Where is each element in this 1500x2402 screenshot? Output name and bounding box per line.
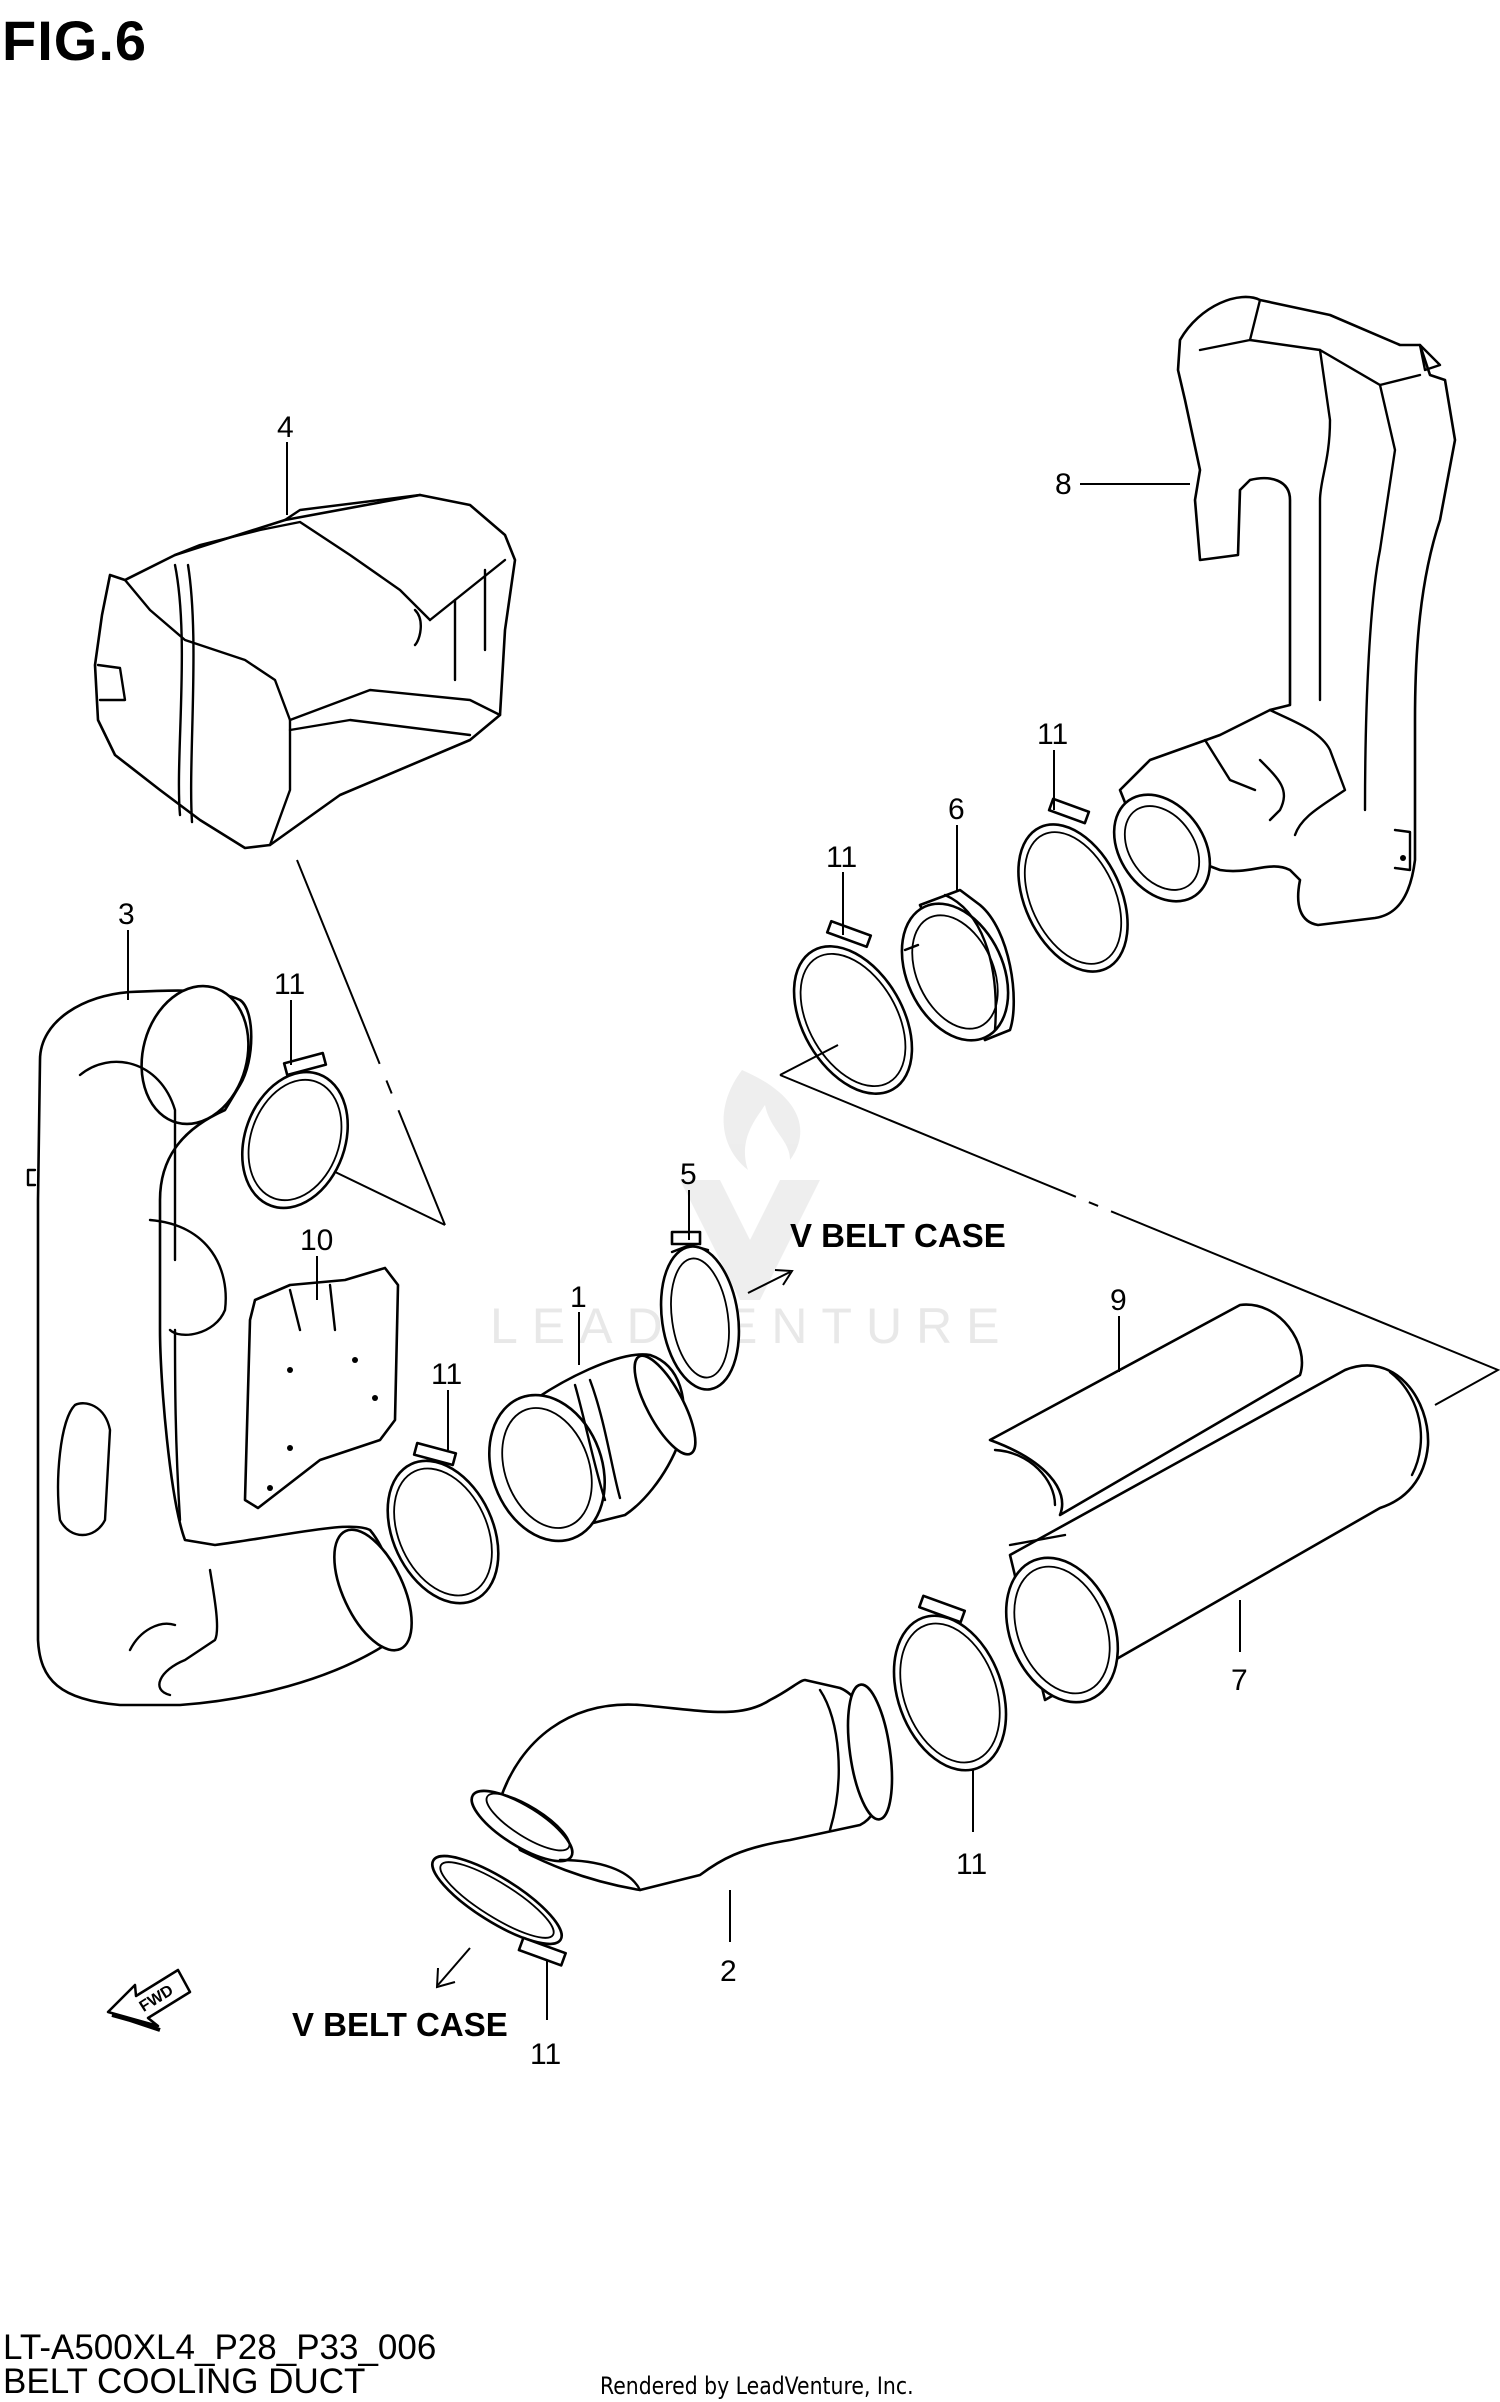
callout-11-middle-left: 11: [431, 1358, 462, 1450]
callout-1: 1: [570, 1281, 587, 1365]
part-9-half-shell: [988, 1303, 1304, 1517]
v-belt-case-upper-label: V BELT CASE: [790, 1217, 1006, 1254]
callout-10-label: 10: [300, 1224, 333, 1257]
callout-11-upper-right: 11: [1037, 718, 1068, 810]
watermark-v-icon: [680, 1180, 820, 1300]
callout-5: 5: [680, 1158, 697, 1240]
callout-7: 7: [1231, 1600, 1248, 1697]
part-8-upper-duct: [1112, 295, 1457, 927]
watermark-flame-icon: [723, 1070, 801, 1170]
diagram-code: LT-A500XL4_P28_P33_006: [3, 2328, 437, 2367]
callout-11-upper-left: 11: [274, 968, 305, 1065]
callout-2: 2: [720, 1890, 737, 1988]
rendered-by-credit: Rendered by LeadVenture, Inc.: [600, 2372, 914, 2400]
callout-1-label: 1: [570, 1281, 587, 1314]
clamp-11-upper-left: [240, 1051, 350, 1210]
v-belt-case-upper: V BELT CASE: [747, 1217, 1006, 1294]
part-3-intake-duct: [26, 984, 413, 1707]
callout-4-label: 4: [277, 411, 294, 444]
callout-11e-label: 11: [956, 1848, 987, 1881]
callout-8: 8: [1055, 468, 1190, 501]
clamp-11-upper-middle: [792, 919, 914, 1095]
callout-11-lower-right: 11: [956, 1770, 987, 1881]
callout-10: 10: [300, 1224, 333, 1300]
callout-9: 9: [1110, 1284, 1127, 1372]
callout-3: 3: [118, 898, 135, 1000]
part-1-rubber-elbow: [488, 1353, 697, 1543]
part-10-gasket-plate: [243, 1266, 400, 1510]
callout-11d-label: 11: [431, 1358, 462, 1391]
callout-11-upper-middle: 11: [826, 841, 857, 935]
watermark: LEADVENTURE: [490, 1070, 1014, 1354]
clamp-11-lower-right: [892, 1594, 1008, 1772]
callout-11a-label: 11: [274, 968, 305, 1001]
v-belt-case-lower-label: V BELT CASE: [292, 2006, 508, 2043]
callout-3-label: 3: [118, 898, 135, 931]
watermark-text: LEADVENTURE: [490, 1298, 1014, 1354]
diagram-title: BELT COOLING DUCT: [3, 2362, 366, 2401]
callout-11f-label: 11: [530, 2038, 561, 2071]
part-4-duct-cover: [93, 493, 517, 850]
callout-6-label: 6: [948, 793, 965, 826]
part-6-sleeve: [900, 888, 1016, 1042]
callout-7-label: 7: [1231, 1664, 1248, 1697]
part-2-lower-duct: [470, 1678, 894, 1892]
callout-11c-label: 11: [1037, 718, 1068, 751]
figure-title: FIG.6: [2, 9, 148, 72]
fwd-arrow-icon: FWD: [106, 1968, 192, 2032]
clamp-11-lower-left: [431, 1854, 567, 1967]
callout-6: 6: [948, 793, 965, 890]
callout-5-label: 5: [680, 1158, 697, 1191]
callout-2-label: 2: [720, 1955, 737, 1988]
callout-9-label: 9: [1110, 1284, 1127, 1317]
part-5-seal: [659, 1230, 741, 1391]
part-7-tube: [1004, 1364, 1430, 1704]
callout-11-lower-left: 11: [530, 1960, 561, 2071]
callout-8-label: 8: [1055, 468, 1072, 501]
callout-4: 4: [277, 411, 294, 515]
clamp-11-upper-right: [1017, 797, 1129, 973]
callout-11b-label: 11: [826, 841, 857, 874]
clamp-11-middle-left: [386, 1441, 500, 1605]
v-belt-case-lower: V BELT CASE: [292, 1947, 508, 2043]
